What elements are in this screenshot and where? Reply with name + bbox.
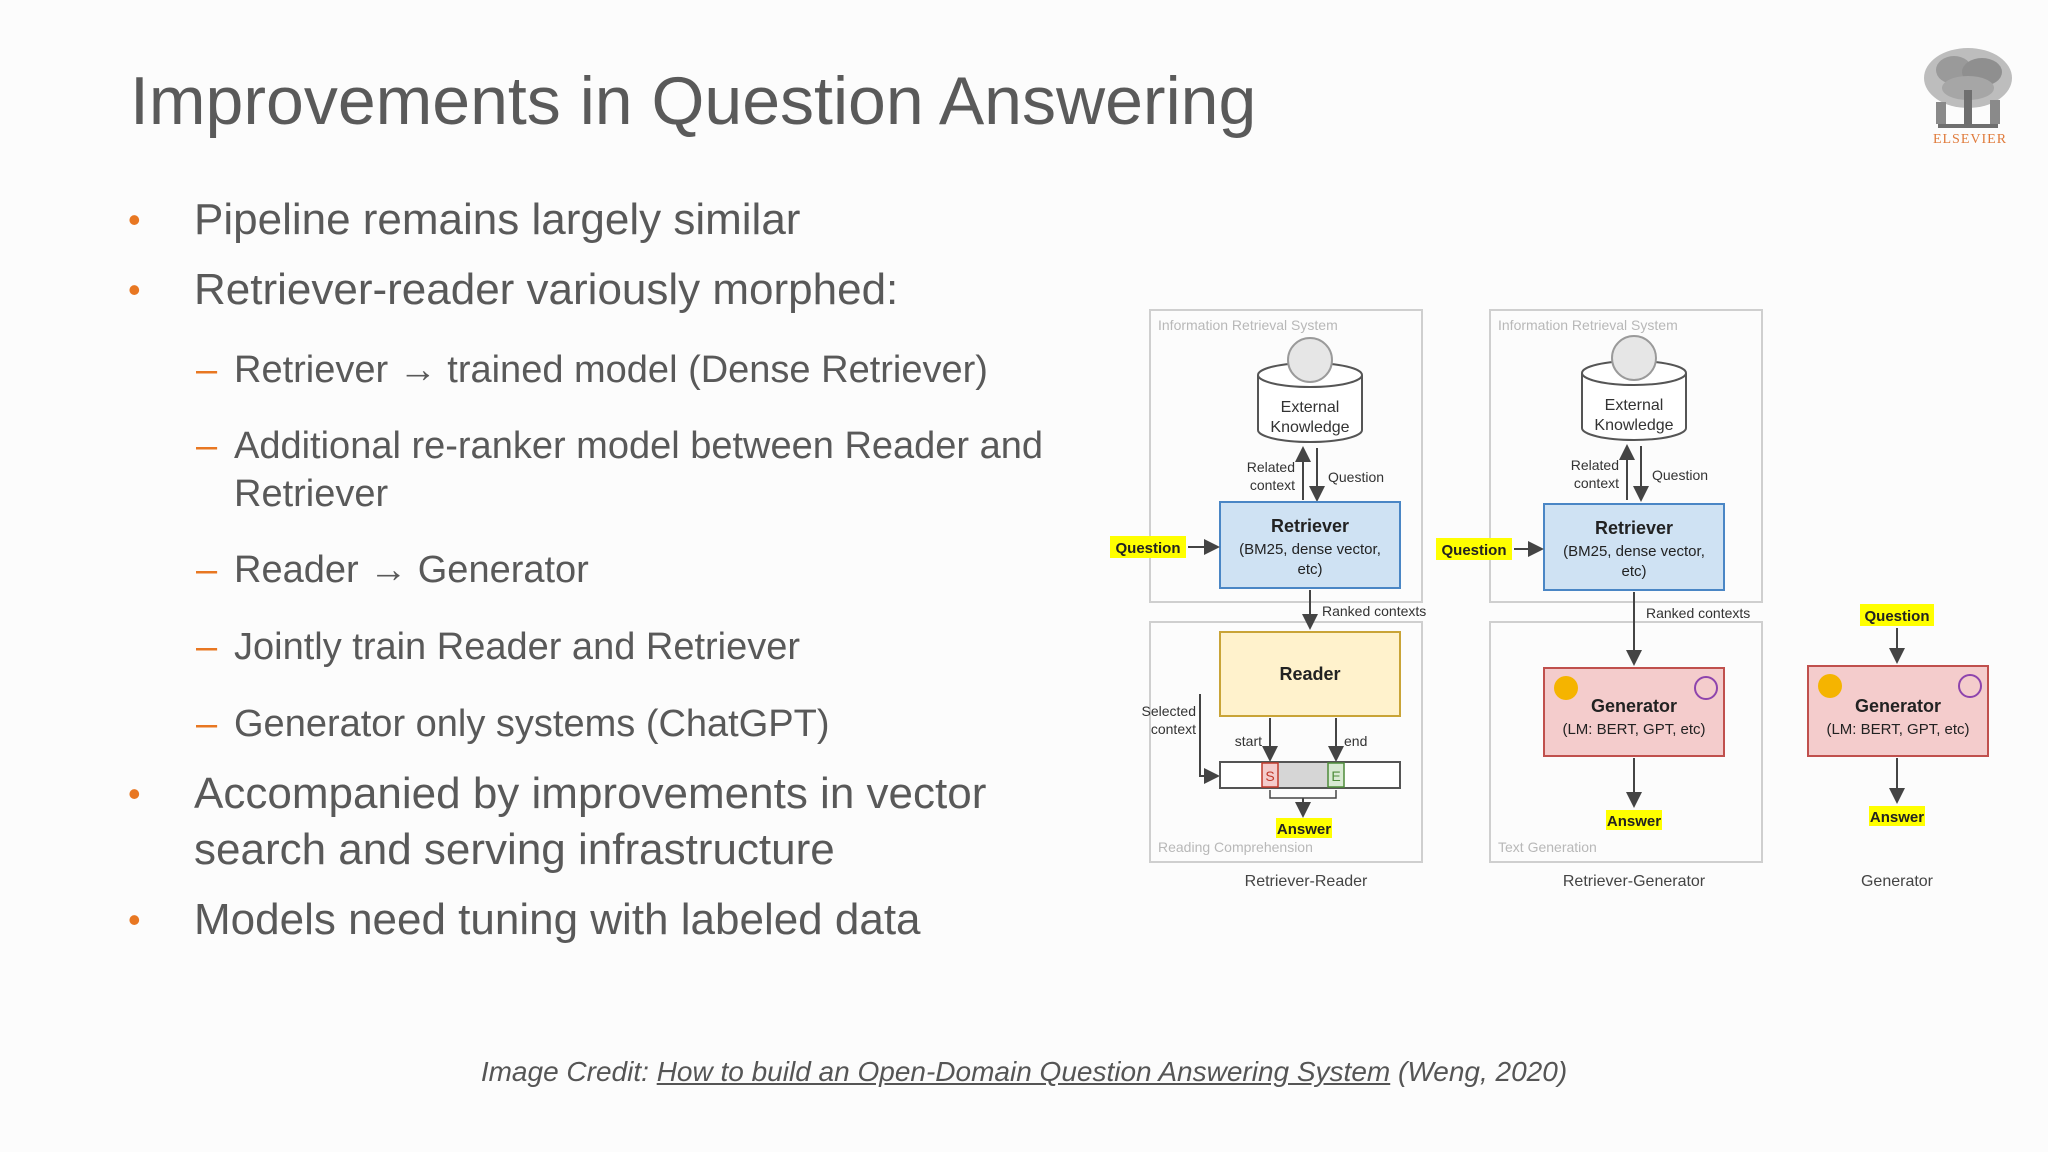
related-context-label-1b: context	[1250, 477, 1295, 493]
span-end-letter: E	[1331, 768, 1340, 784]
elsevier-tree-logo-icon	[1924, 48, 2012, 128]
wikipedia-globe-icon	[1287, 337, 1333, 383]
elsevier-logo-text: ELSEVIER	[1932, 132, 2008, 147]
reader-title: Reader	[1279, 664, 1340, 684]
bert-character-icon	[1554, 676, 1578, 700]
slide-title: Improvements in Question Answering	[130, 63, 1257, 139]
external-knowledge-db-1	[1257, 362, 1363, 443]
irs-box-2	[1489, 309, 1763, 603]
bert-character-icon	[1818, 674, 1842, 698]
retriever-sub-1a: (BM25, dense vector,	[1239, 541, 1381, 558]
ek-label-2b: Knowledge	[1594, 417, 1673, 434]
tg-box-2	[1489, 621, 1763, 863]
selected-context-label-a: Selected	[1142, 703, 1196, 719]
related-context-label-2b: context	[1574, 475, 1619, 491]
retriever-title-2: Retriever	[1595, 518, 1673, 538]
question-highlight-1	[1110, 536, 1186, 558]
question-input-3: Question	[1864, 608, 1929, 625]
retriever-box-1	[1219, 501, 1401, 589]
sub-bullet-marker: –	[196, 425, 218, 467]
bullet-marker: •	[128, 899, 141, 940]
answer-label-2: Answer	[1607, 813, 1661, 830]
irs-box-1	[1149, 309, 1423, 603]
related-context-label-2a: Related	[1571, 457, 1619, 473]
question-side-label-1: Question	[1328, 469, 1384, 485]
start-label: start	[1235, 733, 1262, 749]
credit-link[interactable]: How to build an Open-Domain Question Ans…	[656, 1056, 1391, 1087]
end-label: end	[1344, 733, 1367, 749]
sub-bullet-marker: –	[196, 703, 218, 745]
sub-bullet-marker: –	[196, 349, 218, 391]
image-credit: Image Credit: How to build an Open-Domai…	[480, 1056, 1568, 1087]
ek-label-2a: External	[1605, 397, 1664, 414]
sub-bullet-marker: –	[196, 549, 218, 591]
span-start-letter: S	[1265, 768, 1274, 784]
answer-highlight-3	[1869, 806, 1925, 826]
generator-sub-3: (LM: BERT, GPT, etc)	[1826, 721, 1969, 738]
answer-label-1: Answer	[1277, 821, 1331, 838]
rc-label-1: Reading Comprehension	[1158, 839, 1313, 855]
ranked-contexts-label-2: Ranked contexts	[1646, 605, 1750, 621]
retriever-sub-2b: etc)	[1621, 563, 1646, 580]
selected-context-label-b: context	[1151, 721, 1196, 737]
ranked-contexts-label-1: Ranked contexts	[1322, 603, 1426, 619]
ek-label-1a: External	[1281, 399, 1340, 416]
ek-label-1b: Knowledge	[1270, 419, 1349, 436]
question-input-1: Question	[1115, 540, 1180, 557]
generator-title-3: Generator	[1855, 696, 1941, 716]
openai-logo-icon	[1694, 676, 1718, 700]
span-start-marker	[1261, 762, 1279, 788]
sub-bullet-marker: –	[196, 626, 218, 668]
answer-highlight-1	[1276, 818, 1332, 838]
answer-highlight-2	[1606, 810, 1662, 830]
caption-retriever-generator: Retriever-Generator	[1563, 873, 1706, 890]
answer-label-3: Answer	[1870, 809, 1924, 826]
retriever-sub-2a: (BM25, dense vector,	[1563, 543, 1705, 560]
rc-box-1	[1149, 621, 1423, 863]
question-highlight-3	[1860, 604, 1934, 626]
wikipedia-globe-icon	[1611, 335, 1657, 381]
bullet-marker: •	[128, 199, 141, 240]
question-highlight-2	[1436, 538, 1512, 560]
openai-logo-icon	[1958, 674, 1982, 698]
retriever-title-1: Retriever	[1271, 516, 1349, 536]
retriever-box-2	[1543, 503, 1725, 591]
bullet-marker: •	[128, 773, 141, 814]
bullet-marker: •	[128, 269, 141, 310]
question-input-2: Question	[1441, 542, 1506, 559]
question-side-label-2: Question	[1652, 467, 1708, 483]
generator-sub-2: (LM: BERT, GPT, etc)	[1562, 721, 1705, 738]
irs-label-2: Information Retrieval System	[1498, 317, 1678, 333]
retriever-sub-1b: etc)	[1297, 561, 1322, 578]
related-context-label-1a: Related	[1247, 459, 1295, 475]
span-fill	[1278, 763, 1328, 787]
irs-label-1: Information Retrieval System	[1158, 317, 1338, 333]
caption-retriever-reader: Retriever-Reader	[1245, 873, 1368, 890]
reader-box	[1219, 631, 1401, 717]
generator-title-2: Generator	[1591, 696, 1677, 716]
caption-generator: Generator	[1861, 873, 1934, 890]
span-end-marker	[1327, 762, 1345, 788]
qa-architecture-diagram: Information Retrieval System Reading Com…	[1110, 309, 1989, 890]
tg-label-2: Text Generation	[1498, 839, 1597, 855]
